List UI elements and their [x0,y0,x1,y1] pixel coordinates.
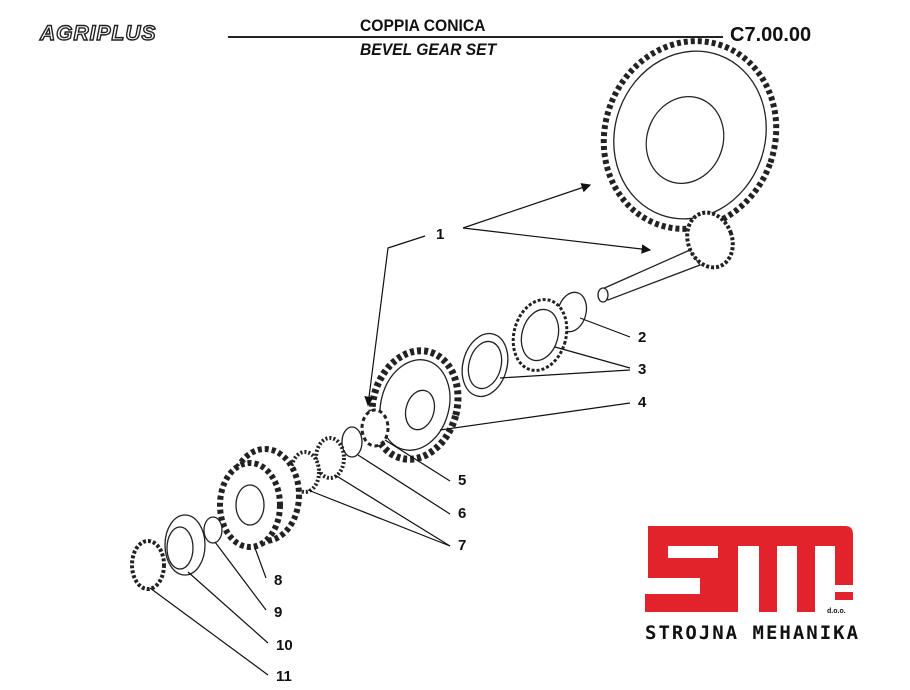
callout-6: 6 [458,505,467,522]
pinion-shaft [597,210,735,303]
page-title: COPPIA CONICA [360,16,486,35]
callout-5: 5 [458,472,467,489]
leader-lines [149,183,652,676]
header-rule [228,36,723,38]
page-subtitle: BEVEL GEAR SET [360,40,497,59]
callout-10: 10 [276,637,293,654]
callout-7: 7 [458,537,467,554]
logo-company-name: STROJNA MEHANIKA [645,622,861,644]
callout-9: 9 [274,604,283,621]
callout-2: 2 [638,329,647,346]
callout-8: 8 [274,572,283,589]
part-code: C7.00.00 [730,24,812,46]
part-5-nut [360,408,390,448]
callout-4: 4 [638,394,647,411]
part-6-washer [341,426,363,458]
agriplus-logo: AGRIPLUS [39,21,157,45]
sm-logo-mark [645,526,853,612]
ring-gear [600,38,780,232]
callout-1: 1 [436,226,445,243]
callout-3: 3 [638,361,647,378]
part-11-hub [130,539,166,591]
logo-suffix: d.o.o. [827,608,846,615]
callout-11: 11 [276,668,292,685]
part-9-ring [203,516,223,544]
